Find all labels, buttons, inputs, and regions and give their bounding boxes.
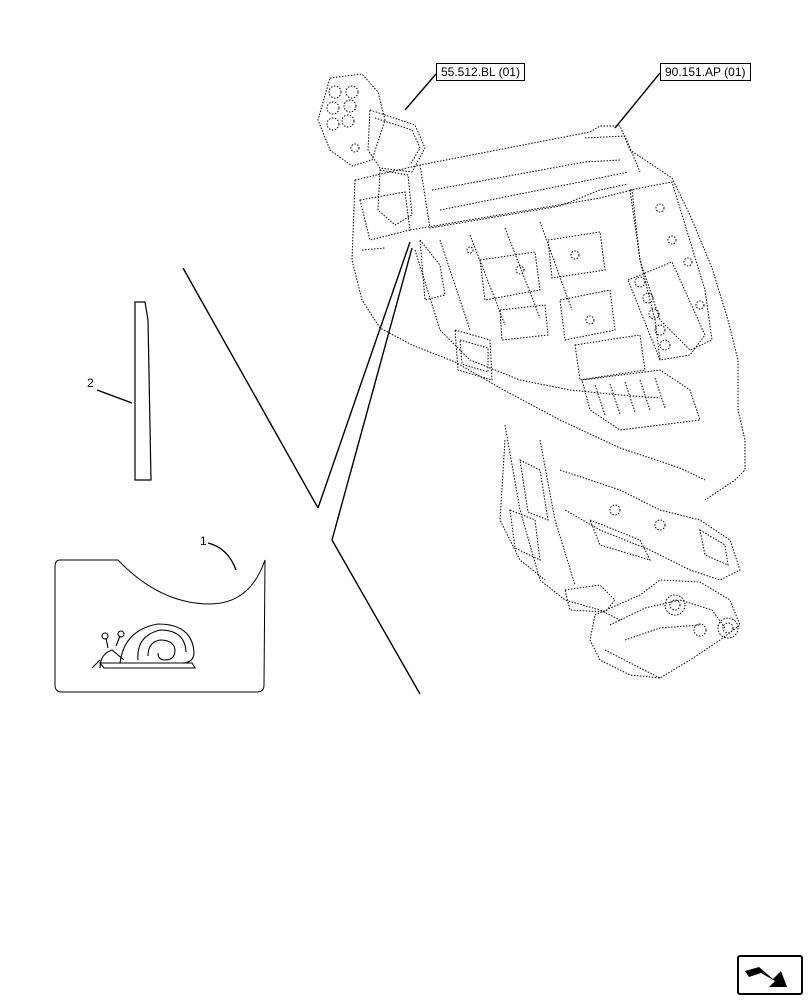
item-number-2: 2	[87, 376, 94, 390]
console-cover	[351, 125, 746, 501]
arrow-glyph	[745, 967, 787, 987]
switch-bank	[581, 181, 713, 431]
console-assembly	[317, 73, 746, 679]
next-page-arrow-icon[interactable]	[737, 955, 803, 995]
projection-line-mid	[317, 241, 411, 509]
leader-item-1	[207, 542, 237, 571]
creep-speed-decal	[54, 559, 266, 693]
mount-bracket	[589, 579, 741, 679]
projection-line-lower	[331, 539, 421, 695]
snail-icon	[91, 623, 196, 669]
leader-ref-left	[404, 73, 437, 111]
leader-item-2	[96, 389, 133, 404]
joystick-handle	[317, 73, 426, 226]
reference-callout-left[interactable]: 55.512.BL (01)	[436, 63, 525, 81]
leader-lines	[96, 72, 661, 695]
console-internals	[409, 189, 661, 399]
pedestal	[499, 424, 741, 621]
reference-callout-right[interactable]: 90.151.AP (01)	[660, 63, 751, 81]
leader-ref-right	[614, 72, 661, 129]
trim-strip	[134, 301, 152, 481]
projection-line-lower-2	[331, 247, 413, 541]
item-number-1: 1	[200, 534, 207, 548]
projection-line-upper	[182, 267, 319, 509]
